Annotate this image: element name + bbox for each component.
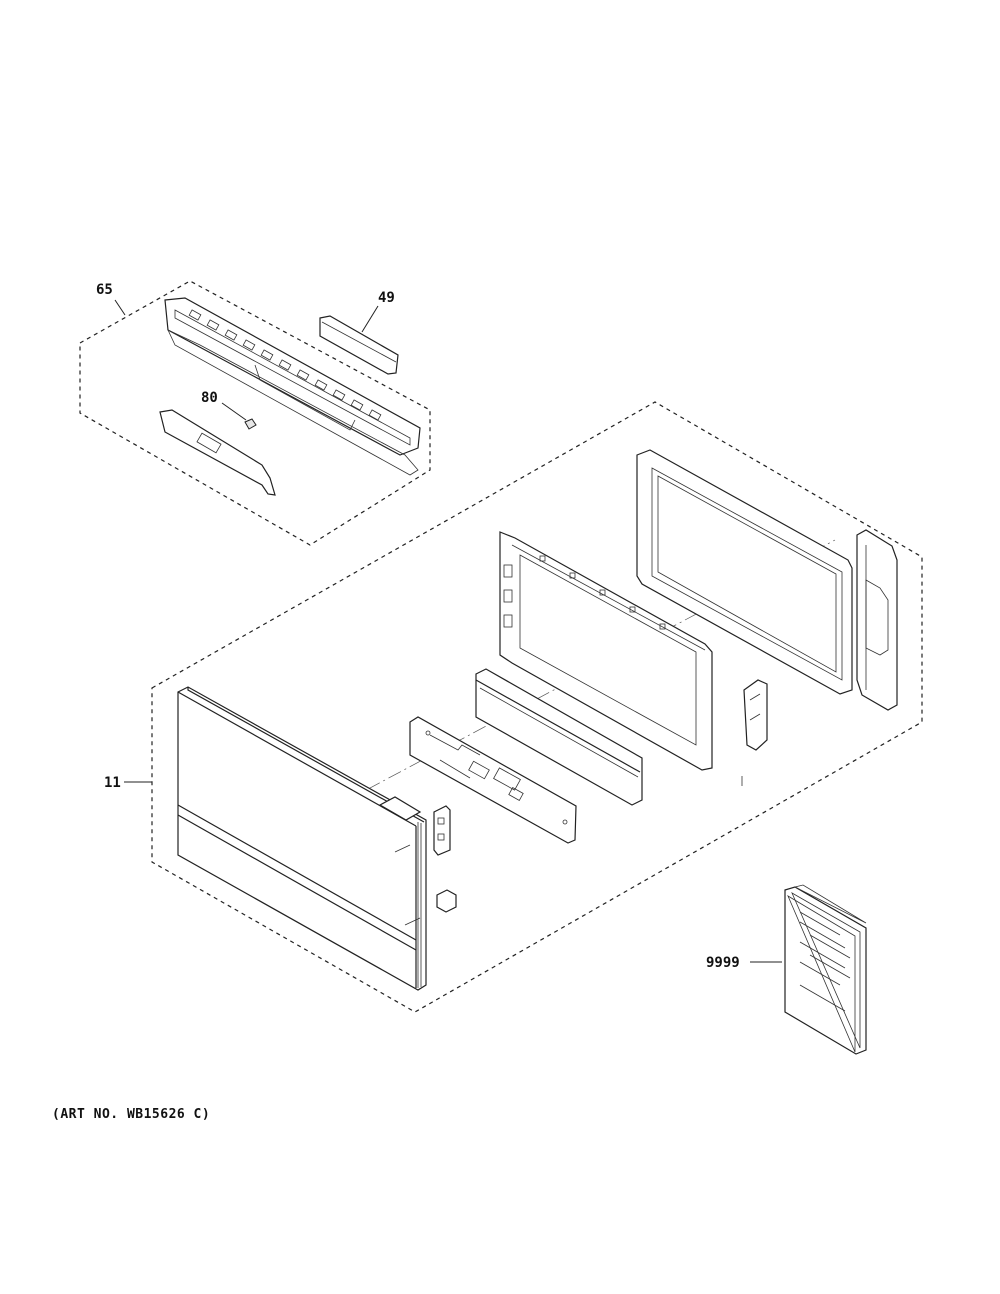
touch-panel-strip[interactable] bbox=[475, 668, 643, 806]
door-outer-panel[interactable] bbox=[177, 686, 427, 991]
group-11-boundary bbox=[151, 401, 923, 1013]
door-latch-bracket[interactable] bbox=[741, 679, 768, 786]
hinge-line-a bbox=[394, 844, 411, 853]
callout-11: 11 bbox=[104, 775, 121, 791]
control-panel-bracket[interactable] bbox=[159, 409, 276, 496]
leader-80 bbox=[221, 402, 247, 421]
leader-49 bbox=[361, 305, 379, 333]
callout-9999: 9999 bbox=[706, 955, 740, 971]
art-number-label: (ART NO. WB15626 C) bbox=[52, 1107, 211, 1122]
control-board[interactable] bbox=[409, 716, 577, 844]
control-panel-trim[interactable] bbox=[164, 297, 421, 476]
part-80-clip[interactable] bbox=[244, 418, 257, 430]
leader-65 bbox=[114, 299, 126, 316]
callout-65: 65 bbox=[96, 282, 113, 298]
inner-door-frame[interactable] bbox=[499, 531, 713, 771]
door-side-panel[interactable] bbox=[856, 529, 898, 711]
callout-49: 49 bbox=[378, 290, 395, 306]
rear-gasket-frame[interactable] bbox=[636, 449, 853, 695]
door-bracket-block[interactable] bbox=[433, 805, 451, 856]
group-65-boundary bbox=[79, 280, 431, 546]
callout-80: 80 bbox=[201, 390, 218, 406]
hinge-line-b bbox=[404, 917, 421, 926]
door-hinge-upper[interactable] bbox=[378, 796, 422, 821]
part-9999-manual[interactable] bbox=[784, 884, 867, 1055]
door-small-clip[interactable] bbox=[436, 889, 457, 913]
part-49-strip[interactable] bbox=[319, 315, 399, 375]
